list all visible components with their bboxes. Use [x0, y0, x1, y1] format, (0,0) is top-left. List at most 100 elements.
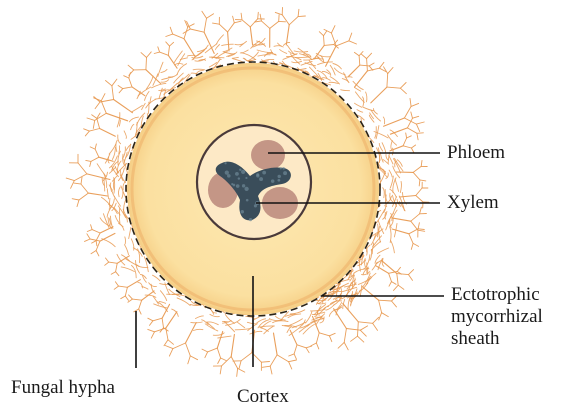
- fungal-hypha-strand: [154, 52, 159, 53]
- fungal-hypha-strand: [369, 63, 374, 66]
- fungal-hypha-strand: [406, 133, 407, 138]
- xylem-cell: [238, 177, 240, 179]
- fungal-hypha-strand: [417, 133, 424, 134]
- fungal-hypha-strand: [390, 128, 407, 134]
- fungal-hypha-strand: [324, 36, 325, 46]
- fungal-hypha-strand: [174, 73, 184, 83]
- fungal-hypha-strand: [218, 336, 231, 338]
- fungal-hypha-strand: [237, 368, 238, 376]
- fungal-hypha-strand: [354, 52, 359, 55]
- fungal-hypha-strand: [123, 87, 132, 89]
- fungal-hypha-strand: [90, 161, 91, 166]
- fungal-hypha-strand: [397, 267, 400, 271]
- fungal-hypha-strand: [358, 336, 364, 342]
- fungal-hypha-strand: [282, 15, 289, 25]
- fungal-hypha-strand: [278, 43, 284, 47]
- fungal-hypha-strand: [222, 357, 232, 366]
- fungal-hypha-strand: [125, 287, 127, 296]
- fungal-hypha-strand: [238, 368, 245, 372]
- fungal-hypha-strand: [85, 131, 89, 136]
- fungal-hypha-strand: [104, 179, 105, 191]
- fungal-hypha-strand: [349, 41, 357, 44]
- fungal-hypha-strand: [290, 319, 303, 325]
- fungal-hypha-strand: [367, 53, 372, 58]
- fungal-hypha-strand: [306, 346, 312, 348]
- fungal-hypha-strand: [216, 45, 220, 50]
- fungal-hypha-strand: [92, 241, 97, 243]
- fungal-hypha-strand: [77, 200, 79, 207]
- fungal-hypha-strand: [421, 160, 422, 166]
- fungal-hypha-strand: [221, 358, 227, 361]
- fungal-hypha-strand: [387, 87, 401, 88]
- fungal-hypha-strand: [416, 196, 423, 203]
- fungal-hypha-strand: [250, 331, 262, 334]
- fungal-hypha-strand: [324, 31, 327, 36]
- fungal-hypha-strand: [261, 321, 271, 328]
- fungal-hypha-strand: [400, 83, 406, 89]
- fungal-hypha-strand: [93, 120, 94, 128]
- fungal-hypha-strand: [420, 207, 422, 214]
- fungal-hypha-strand: [125, 237, 126, 244]
- fungal-hypha-strand: [207, 14, 214, 18]
- fungal-hypha-strand: [205, 44, 217, 53]
- fungal-hypha-strand: [373, 317, 379, 323]
- fungal-hypha-strand: [210, 314, 219, 316]
- fungal-hypha-strand: [116, 272, 119, 276]
- fungal-hypha-strand: [148, 318, 153, 321]
- phloem-patch: [251, 140, 285, 170]
- fungal-hypha-strand: [129, 70, 134, 76]
- fungal-hypha-strand: [389, 282, 392, 287]
- fungal-hypha-strand: [186, 343, 191, 356]
- fungal-hypha-strand: [168, 55, 177, 68]
- xylem-cell: [241, 210, 244, 213]
- fungal-hypha-strand: [409, 275, 413, 281]
- fungal-hypha-strand: [218, 358, 221, 364]
- fungal-hypha-strand: [316, 333, 319, 343]
- fungal-hypha-strand: [121, 296, 126, 299]
- fungal-hypha-strand: [324, 45, 334, 46]
- fungal-hypha-strand: [205, 324, 218, 331]
- fungal-hypha-strand: [165, 346, 173, 349]
- fungal-hypha-strand: [294, 345, 297, 354]
- fungal-hypha-strand: [131, 124, 134, 129]
- fungal-hypha-strand: [329, 333, 335, 336]
- fungal-hypha-strand: [365, 260, 366, 267]
- fungal-hypha-strand: [240, 41, 247, 46]
- fungal-hypha-strand: [87, 230, 92, 232]
- fungal-hypha-strand: [398, 285, 404, 289]
- fungal-hypha-strand: [390, 227, 391, 243]
- fungal-hypha-strand: [326, 46, 337, 66]
- fungal-hypha-strand: [377, 248, 388, 254]
- fungal-hypha-strand: [305, 63, 316, 66]
- fungal-hypha-strand: [107, 189, 108, 199]
- fungal-hypha-strand: [96, 233, 100, 241]
- fungal-hypha-strand: [407, 136, 412, 138]
- fungal-hypha-strand: [303, 324, 314, 334]
- fungal-hypha-strand: [188, 356, 191, 364]
- fungal-hypha-strand: [394, 285, 399, 290]
- fungal-hypha-strand: [190, 29, 204, 32]
- xylem-cell: [236, 184, 240, 188]
- fungal-hypha-strand: [109, 262, 118, 263]
- fungal-hypha-strand: [418, 230, 425, 231]
- fungal-hypha-strand: [184, 39, 195, 56]
- fungal-hypha-strand: [397, 274, 398, 286]
- fungal-hypha-strand: [79, 193, 88, 200]
- fungal-hypha-strand: [366, 92, 367, 102]
- fungal-hypha-strand: [153, 275, 161, 281]
- fungal-hypha-strand: [357, 110, 363, 113]
- fungal-hypha-strand: [160, 291, 166, 301]
- fungal-hypha-strand: [362, 287, 379, 301]
- fungal-hypha-strand: [416, 124, 419, 131]
- fungal-hypha-strand: [355, 103, 362, 107]
- fungal-hypha-strand: [289, 360, 297, 362]
- fungal-hypha-strand: [81, 184, 88, 193]
- label-xylem: Xylem: [447, 192, 499, 214]
- fungal-hypha-strand: [100, 233, 115, 241]
- fungal-hypha-strand: [125, 296, 128, 300]
- fungal-hypha-strand: [389, 170, 392, 177]
- label-cortex: Cortex: [237, 386, 289, 408]
- fungal-hypha-strand: [329, 82, 338, 83]
- fungal-hypha-strand: [91, 225, 93, 230]
- fungal-hypha-strand: [387, 74, 388, 88]
